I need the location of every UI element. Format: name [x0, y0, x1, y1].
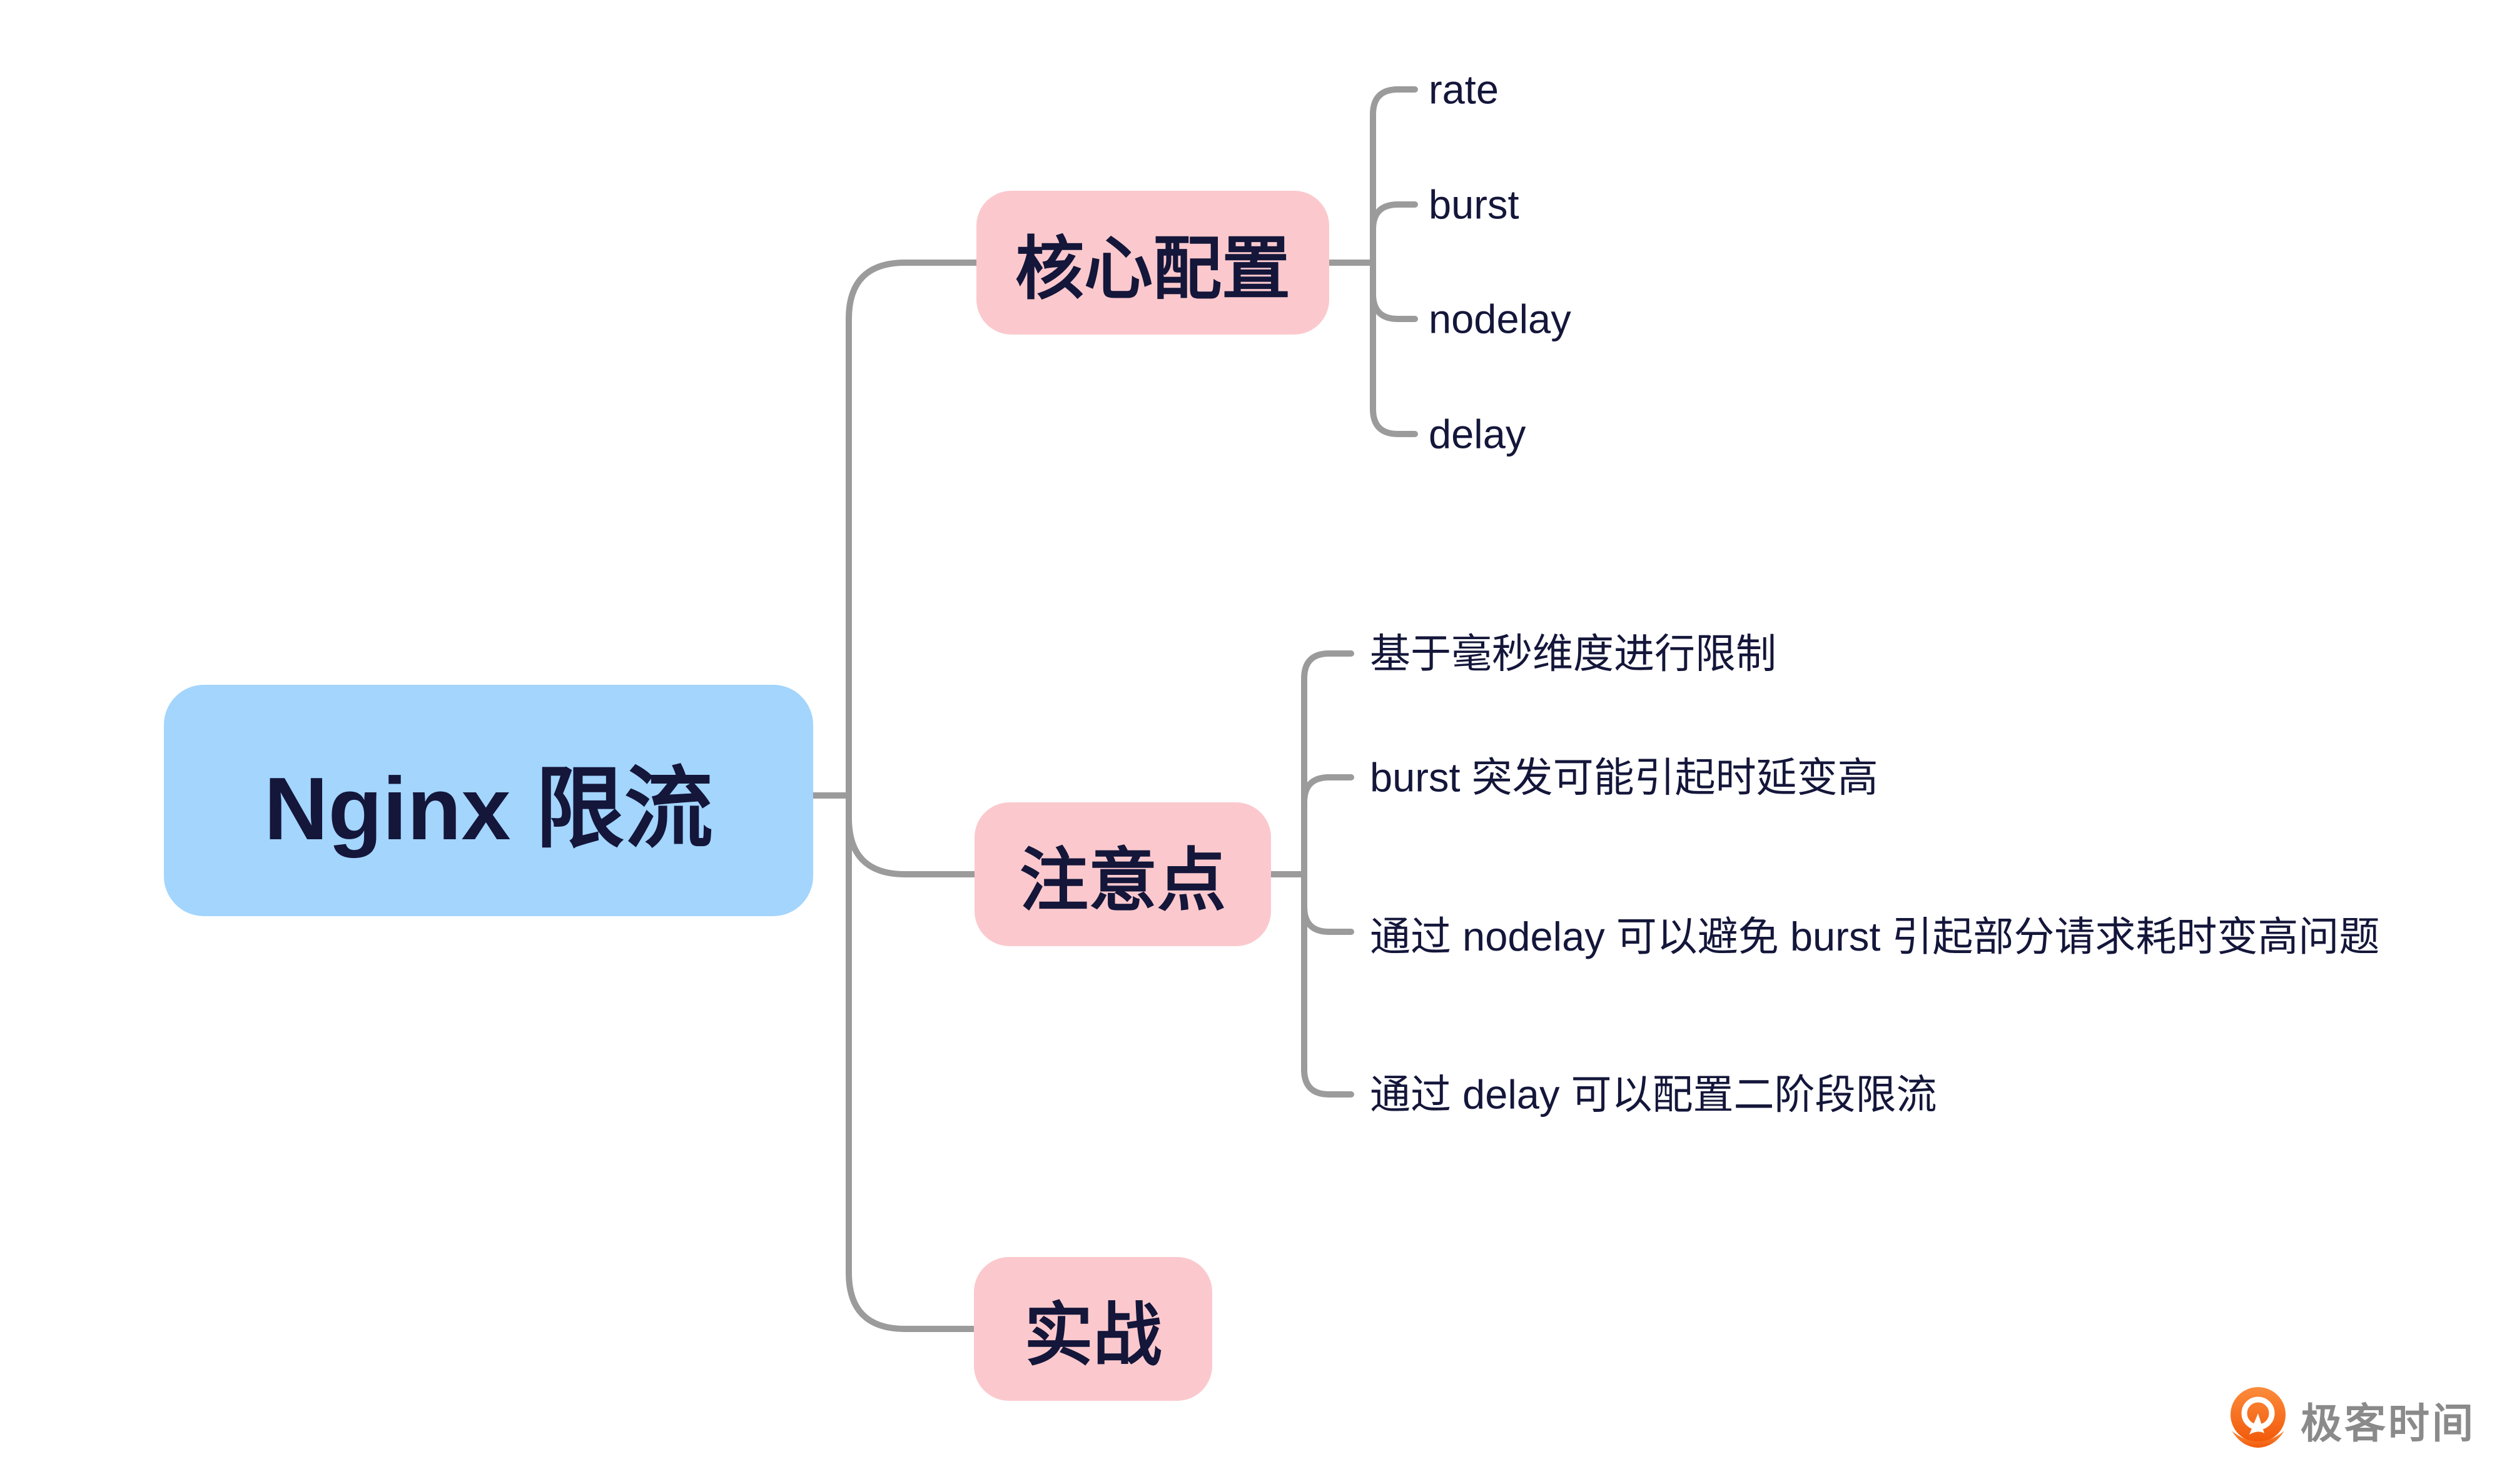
connector-attention-bracket [1301, 650, 1354, 1098]
leaf-delay[interactable]: delay [1429, 411, 1526, 457]
connector-core-stub-burst [1370, 201, 1418, 233]
node-branch-attention-points-label: 注意点 [1020, 842, 1226, 919]
connector-core-bracket [1370, 86, 1418, 437]
leaf-burst-latency[interactable]: burst 突发可能引起时延变高 [1370, 754, 1878, 800]
node-branch-core-config-label: 核心配置 [1015, 231, 1290, 308]
node-root-nginx-rate-limit[interactable]: Nginx 限流 [164, 685, 813, 916]
node-branch-practice[interactable]: 实战 [974, 1257, 1212, 1401]
node-branch-core-config[interactable]: 核心配置 [976, 191, 1329, 335]
watermark: 极客时间 [2227, 1387, 2476, 1453]
connector-attention-stub-2 [1301, 774, 1354, 805]
connector-core-stub-nodelay [1370, 291, 1418, 322]
watermark-brand-text: 极客时间 [2301, 1400, 2476, 1446]
connector-trunk [846, 260, 980, 1332]
leaf-nodelay[interactable]: nodelay [1429, 296, 1571, 342]
node-root-label: Nginx 限流 [264, 759, 713, 859]
node-branch-practice-label: 实战 [1024, 1297, 1162, 1374]
leaf-rate[interactable]: rate [1429, 66, 1499, 113]
connector-attention-stub-3 [1301, 904, 1354, 935]
leaf-nodelay-avoid[interactable]: 通过 nodelay 可以避免 burst 引起部分请求耗时变高问题 [1370, 914, 2380, 959]
leaf-millisecond-limit[interactable]: 基于毫秒维度进行限制 [1370, 630, 1777, 677]
node-branch-attention-points[interactable]: 注意点 [975, 802, 1271, 946]
connector-attention-branch [846, 815, 978, 877]
geektime-logo-icon [2231, 1387, 2286, 1448]
leaf-delay-two-stage[interactable]: 通过 delay 可以配置二阶段限流 [1370, 1071, 1937, 1118]
leaf-burst[interactable]: burst [1429, 181, 1519, 228]
